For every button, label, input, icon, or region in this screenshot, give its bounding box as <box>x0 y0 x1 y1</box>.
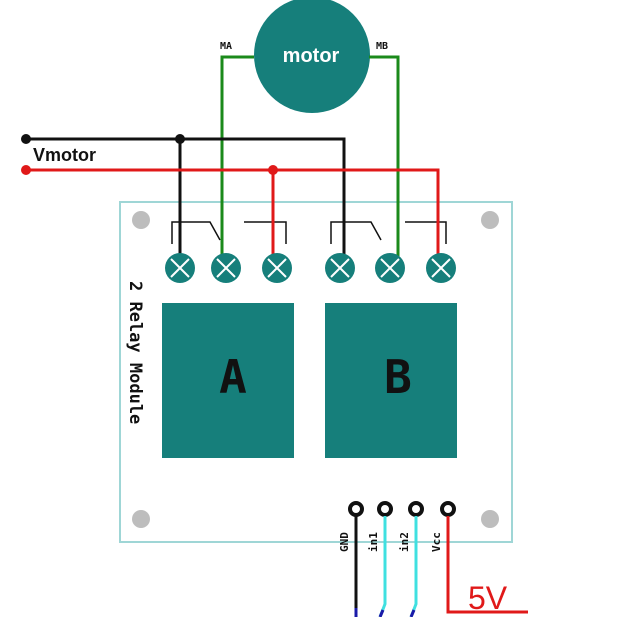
pin-in1-label: in1 <box>367 532 380 552</box>
wire-ground <box>26 137 346 266</box>
motor-label: motor <box>283 45 340 67</box>
terminal-b-com <box>375 253 405 283</box>
terminal-b-nc <box>325 253 355 283</box>
pin-gnd-label: GND <box>338 532 351 552</box>
terminal-a-com <box>211 253 241 283</box>
relay-b-contact-symbol <box>330 221 447 244</box>
mount-hole-top-right <box>481 211 499 229</box>
motor-terminal-b-label: MB <box>376 41 388 52</box>
vmotor-junction <box>268 165 278 175</box>
motor-terminal-a-label: MA <box>220 41 232 52</box>
power-5v-label: 5V <box>468 580 508 616</box>
ground-input-node <box>21 134 31 144</box>
relay-b-label: B <box>384 350 412 404</box>
mount-hole-top-left <box>132 211 150 229</box>
pin-in2-hole <box>408 501 424 517</box>
wire-motor-b <box>369 55 400 266</box>
mount-hole-bottom-right <box>481 510 499 528</box>
wire-pin-in1-end <box>378 609 385 617</box>
screw-terminals <box>165 253 456 283</box>
wire-vmotor <box>26 168 440 266</box>
wire-motor-a <box>220 55 254 266</box>
wire-pin-in2-end <box>409 609 416 617</box>
relay-a-label: A <box>219 350 247 404</box>
pin-in2-label: in2 <box>398 532 411 552</box>
control-pins <box>348 501 456 517</box>
pin-gnd-hole <box>348 501 364 517</box>
pin-vcc-label: Vcc <box>430 532 443 552</box>
pin-vcc-hole <box>440 501 456 517</box>
pin-in1-hole <box>377 501 393 517</box>
wire-pin-vcc <box>446 516 528 614</box>
module-title: 2 Relay Module <box>125 281 145 424</box>
motor-circle <box>254 0 370 113</box>
terminal-b-no <box>426 253 456 283</box>
ground-junction <box>175 134 185 144</box>
terminal-a-no <box>262 253 292 283</box>
vmotor-label: Vmotor <box>33 145 96 165</box>
relay-a-block <box>162 303 294 458</box>
mount-hole-bottom-left <box>132 510 150 528</box>
vmotor-input-node <box>21 165 31 175</box>
relay-b-block <box>325 303 457 458</box>
relay-a-contact-symbol <box>171 221 287 244</box>
terminal-a-nc <box>165 253 195 283</box>
